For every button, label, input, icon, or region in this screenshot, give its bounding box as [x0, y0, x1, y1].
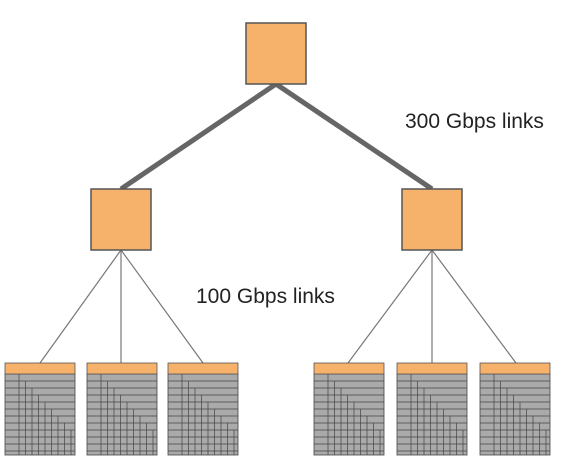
rack-header	[479, 362, 551, 375]
link-right-to-rack-6	[431, 249, 517, 364]
aggregation-switch-right	[401, 188, 463, 251]
server-rack	[4, 362, 76, 456]
link-left-to-rack-1	[39, 249, 122, 364]
rack-body	[4, 373, 76, 456]
rack-links	[39, 249, 517, 364]
rack-header	[313, 362, 385, 375]
rack-body	[167, 373, 239, 456]
server-rack	[313, 362, 385, 456]
aggregation-switch-left	[90, 188, 152, 251]
top-links-label: 300 Gbps links	[405, 110, 544, 133]
rack-header	[4, 362, 76, 375]
server-racks	[4, 362, 551, 456]
server-rack	[167, 362, 239, 456]
rack-header	[86, 362, 158, 375]
link-right-to-rack-4	[347, 249, 433, 364]
rack-body	[86, 373, 158, 456]
rack-header	[167, 362, 239, 375]
root-switch	[245, 22, 307, 85]
link-root-to-right	[274, 81, 434, 192]
server-rack	[86, 362, 158, 456]
server-rack	[396, 362, 468, 456]
server-rack	[479, 362, 551, 456]
bottom-links-label: 100 Gbps links	[196, 285, 335, 308]
rack-body	[313, 373, 385, 456]
high-capacity-links	[119, 81, 434, 192]
link-left-to-rack-3	[120, 249, 204, 364]
link-root-to-left	[119, 81, 278, 192]
rack-header	[396, 362, 468, 375]
rack-body	[396, 373, 468, 456]
